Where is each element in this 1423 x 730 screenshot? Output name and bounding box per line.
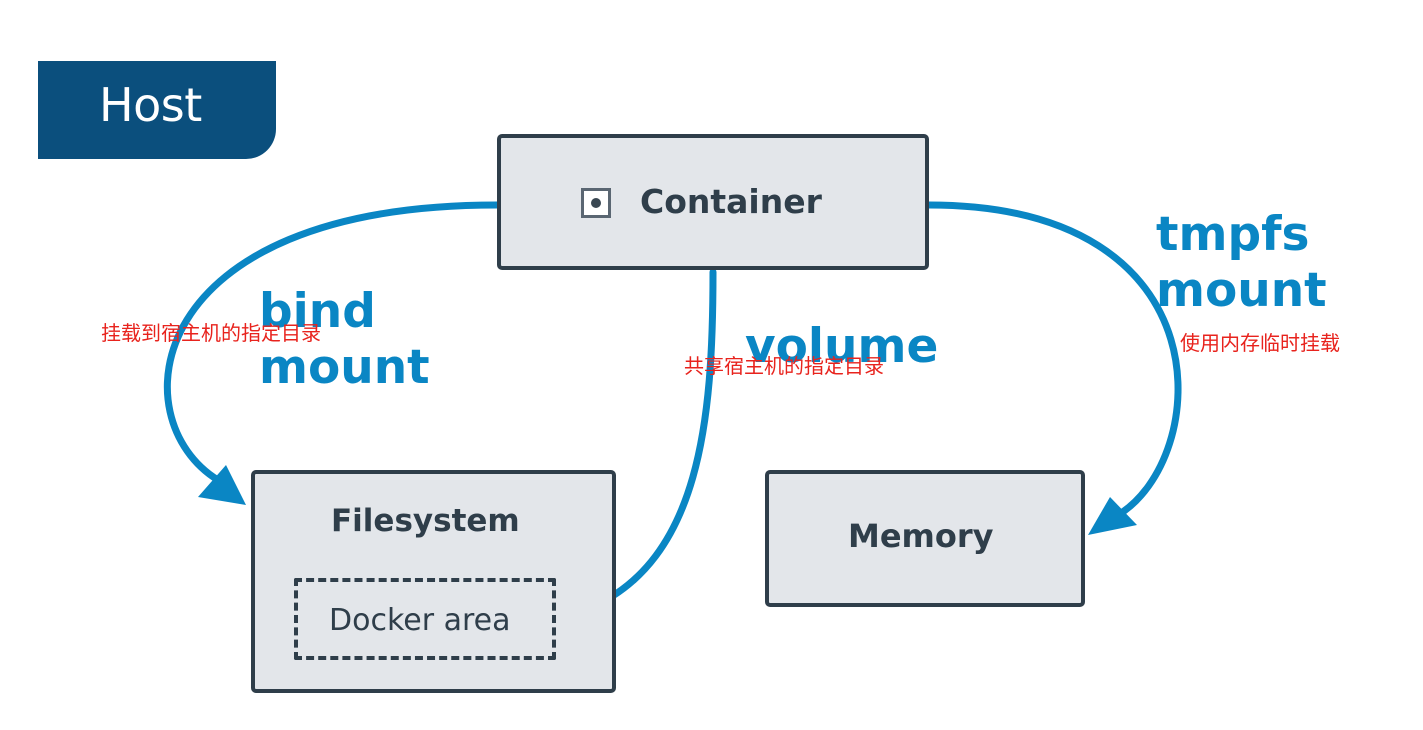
- bind-mount-label: bind mount: [259, 284, 430, 396]
- bind-mount-arrow-path: [163, 201, 501, 484]
- bind-mount-label-line-2: mount: [259, 340, 430, 395]
- docker-area-label: Docker area: [329, 603, 511, 638]
- memory-box: [765, 470, 1085, 607]
- docker-area-box: [294, 578, 556, 660]
- tmpfs-mount-label-line-2: mount: [1156, 263, 1327, 318]
- filesystem-label: Filesystem: [331, 503, 520, 539]
- tmpfs-mount-label: tmpfs mount: [1156, 207, 1327, 319]
- bind-mount-label-line-1: bind: [259, 284, 376, 339]
- bind-mount-annotation: 挂载到宿主机的指定目录: [101, 321, 321, 345]
- tmpfs-arrow-path: [925, 201, 1182, 519]
- volume-arrow-path: [586, 268, 717, 612]
- bind-mount-arrowhead: [198, 465, 246, 505]
- memory-label: Memory: [848, 517, 994, 555]
- host-tab: [38, 61, 276, 159]
- container-label: Container: [640, 182, 822, 221]
- container-box: [497, 134, 929, 270]
- host-label: Host: [99, 78, 202, 132]
- tmpfs-mount-label-line-1: tmpfs: [1156, 207, 1310, 262]
- volume-label: volume: [745, 319, 939, 374]
- tmpfs-arrowhead: [1088, 497, 1137, 535]
- container-icon: [581, 188, 611, 218]
- tmpfs-annotation: 使用内存临时挂载: [1180, 331, 1340, 355]
- volume-annotation: 共享宿主机的指定目录: [684, 354, 884, 378]
